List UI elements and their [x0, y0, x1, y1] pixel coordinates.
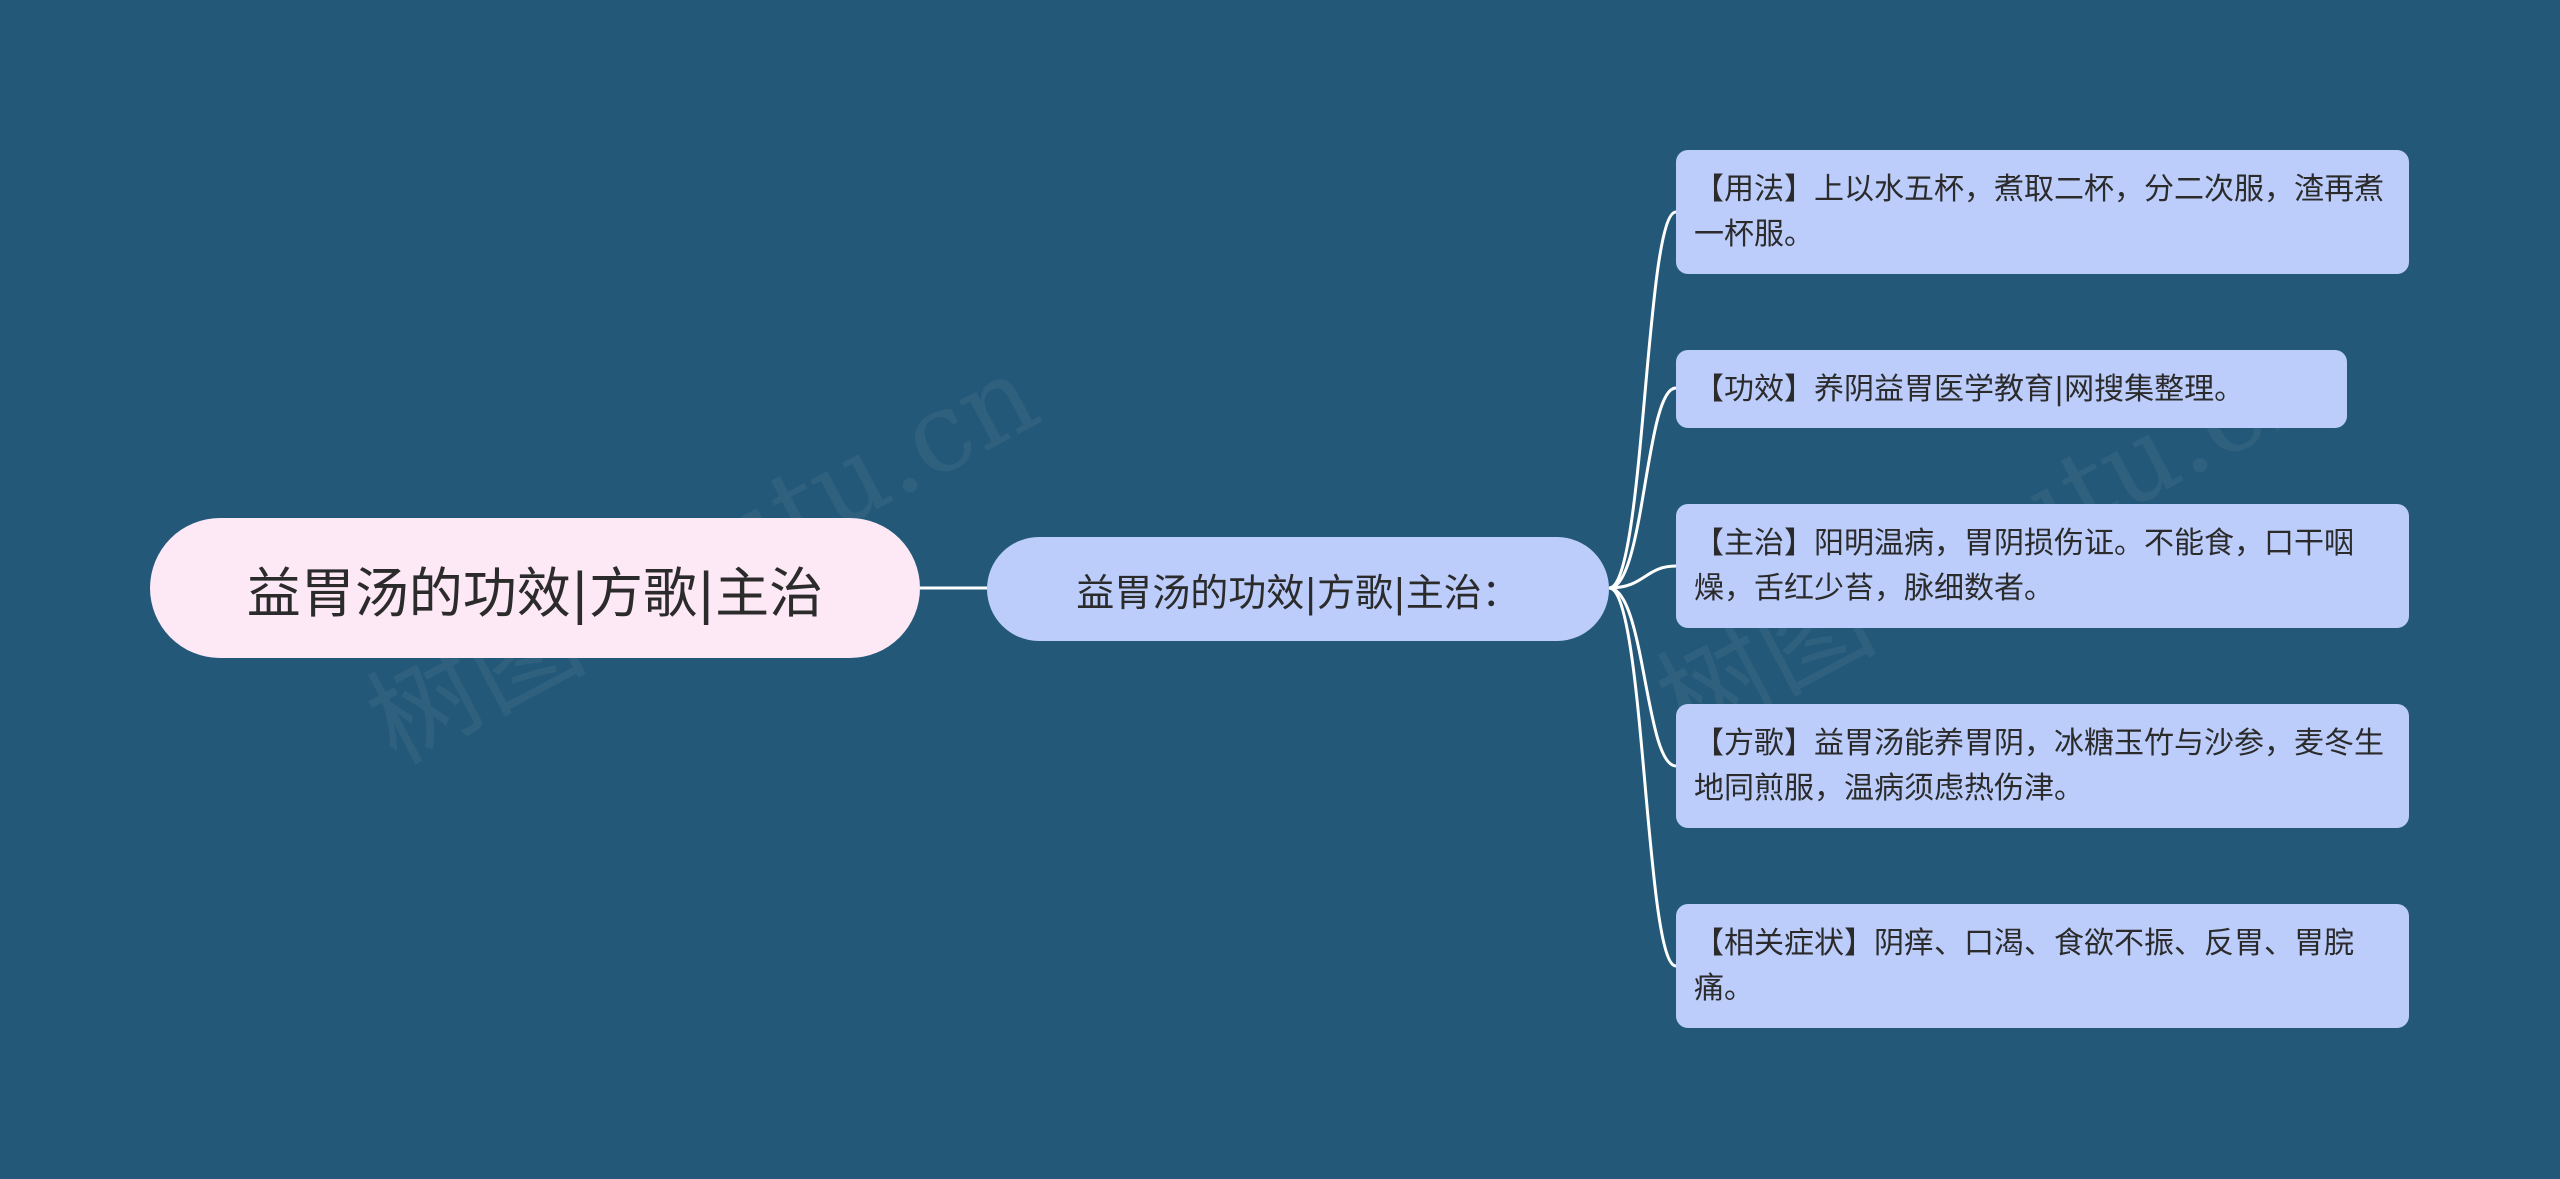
leaf-node-label: 【主治】阳明温病，胃阴损伤证。不能食，口干咽燥，舌红少苔，脉细数者。: [1694, 526, 2354, 606]
mid-to-leaf-connector: [1608, 586, 1677, 768]
topic-node[interactable]: 益胃汤的功效|方歌|主治：: [987, 537, 1609, 641]
leaf-node-label: 【相关症状】阴痒、口渴、食欲不振、反胃、胃脘痛。: [1694, 926, 2354, 1006]
leaf-node-usage[interactable]: 【用法】上以水五杯，煮取二杯，分二次服，渣再煮一杯服。: [1676, 150, 2409, 274]
root-node[interactable]: 益胃汤的功效|方歌|主治: [150, 518, 920, 658]
mid-to-leaf-connector: [1608, 564, 1677, 590]
mid-to-leaf-connector: [1608, 586, 1677, 968]
mid-to-leaf-connector: [1608, 386, 1677, 590]
leaf-node-label: 【功效】养阴益胃医学教育|网搜集整理。: [1694, 371, 2245, 407]
mid-to-leaf-connector: [1608, 210, 1677, 590]
leaf-node-label: 【方歌】益胃汤能养胃阴，冰糖玉竹与沙参，麦冬生地同煎服，温病须虑热伤津。: [1694, 726, 2384, 806]
topic-node-label: 益胃汤的功效|方歌|主治：: [1076, 570, 1520, 615]
leaf-node-related-symptoms[interactable]: 【相关症状】阴痒、口渴、食欲不振、反胃、胃脘痛。: [1676, 904, 2409, 1028]
leaf-node-label: 【用法】上以水五杯，煮取二杯，分二次服，渣再煮一杯服。: [1694, 172, 2384, 252]
leaf-node-indications[interactable]: 【主治】阳明温病，胃阴损伤证。不能食，口干咽燥，舌红少苔，脉细数者。: [1676, 504, 2409, 628]
leaf-node-formula-song[interactable]: 【方歌】益胃汤能养胃阴，冰糖玉竹与沙参，麦冬生地同煎服，温病须虑热伤津。: [1676, 704, 2409, 828]
root-node-label: 益胃汤的功效|方歌|主治: [246, 561, 824, 625]
leaf-node-efficacy[interactable]: 【功效】养阴益胃医学教育|网搜集整理。: [1676, 350, 2347, 428]
